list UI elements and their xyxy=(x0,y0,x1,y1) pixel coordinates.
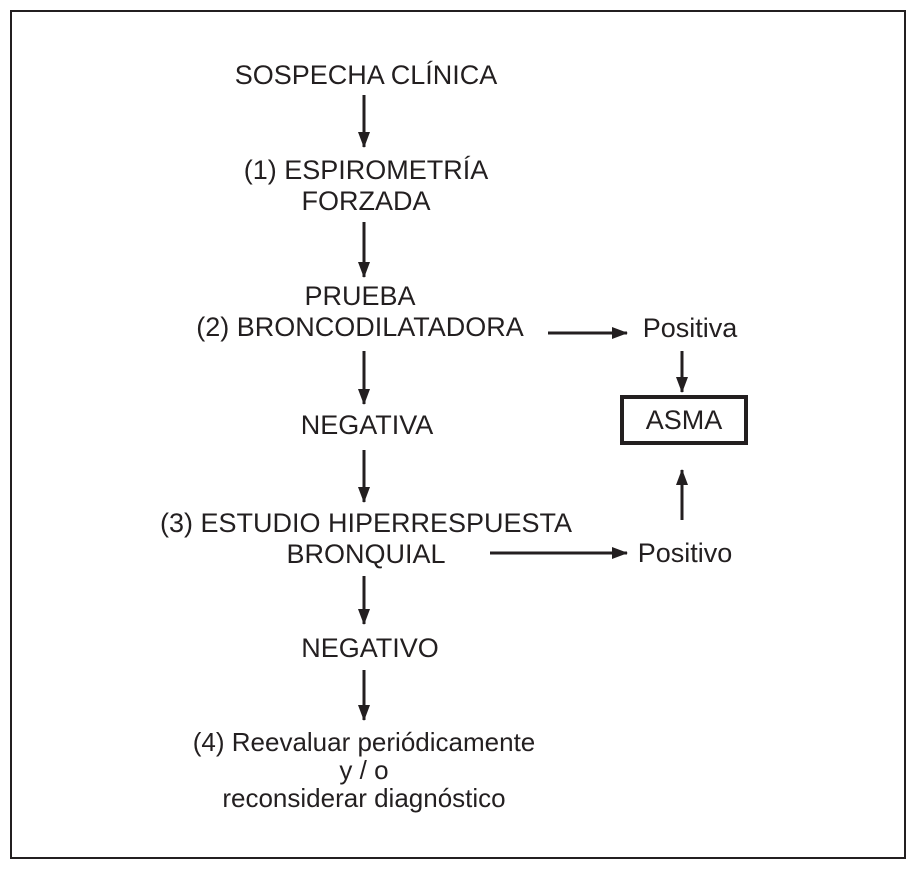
node-sospecha-clinica: SOSPECHA CLÍNICA xyxy=(234,60,498,90)
node-espirometria-line2: FORZADA xyxy=(301,186,431,216)
node-asma-label: ASMA xyxy=(645,404,723,435)
node-prueba-line1: PRUEBA xyxy=(304,281,416,311)
node-estudio-line1: (3) ESTUDIO HIPERRESPUESTA xyxy=(159,508,573,538)
node-estudio-hiperrespuesta: (3) ESTUDIO HIPERRESPUESTA BRONQUIAL xyxy=(160,508,572,570)
node-positivo: Positivo xyxy=(637,538,733,568)
node-espirometria-forzada: (1) ESPIROMETRÍA FORZADA xyxy=(244,155,489,217)
node-reevaluar-line2: y / o xyxy=(339,755,389,785)
node-espirometria-line1: (1) ESPIROMETRÍA xyxy=(243,155,489,185)
node-prueba-broncodilatadora: PRUEBA (2) BRONCODILATADORA xyxy=(196,281,524,343)
node-reevaluar-line1: (4) Reevaluar periódicamente xyxy=(192,727,536,757)
node-reevaluar: (4) Reevaluar periódicamente y / o recon… xyxy=(193,728,536,812)
node-negativa: NEGATIVA xyxy=(300,410,434,440)
node-asma-box: ASMA xyxy=(620,395,748,445)
node-reevaluar-line3: reconsiderar diagnóstico xyxy=(222,783,506,813)
figure-border-frame xyxy=(10,10,906,859)
node-estudio-line2: BRONQUIAL xyxy=(286,539,446,569)
node-negativo: NEGATIVO xyxy=(301,633,439,663)
node-positiva: Positiva xyxy=(642,313,738,343)
node-prueba-line2: (2) BRONCODILATADORA xyxy=(196,312,524,342)
